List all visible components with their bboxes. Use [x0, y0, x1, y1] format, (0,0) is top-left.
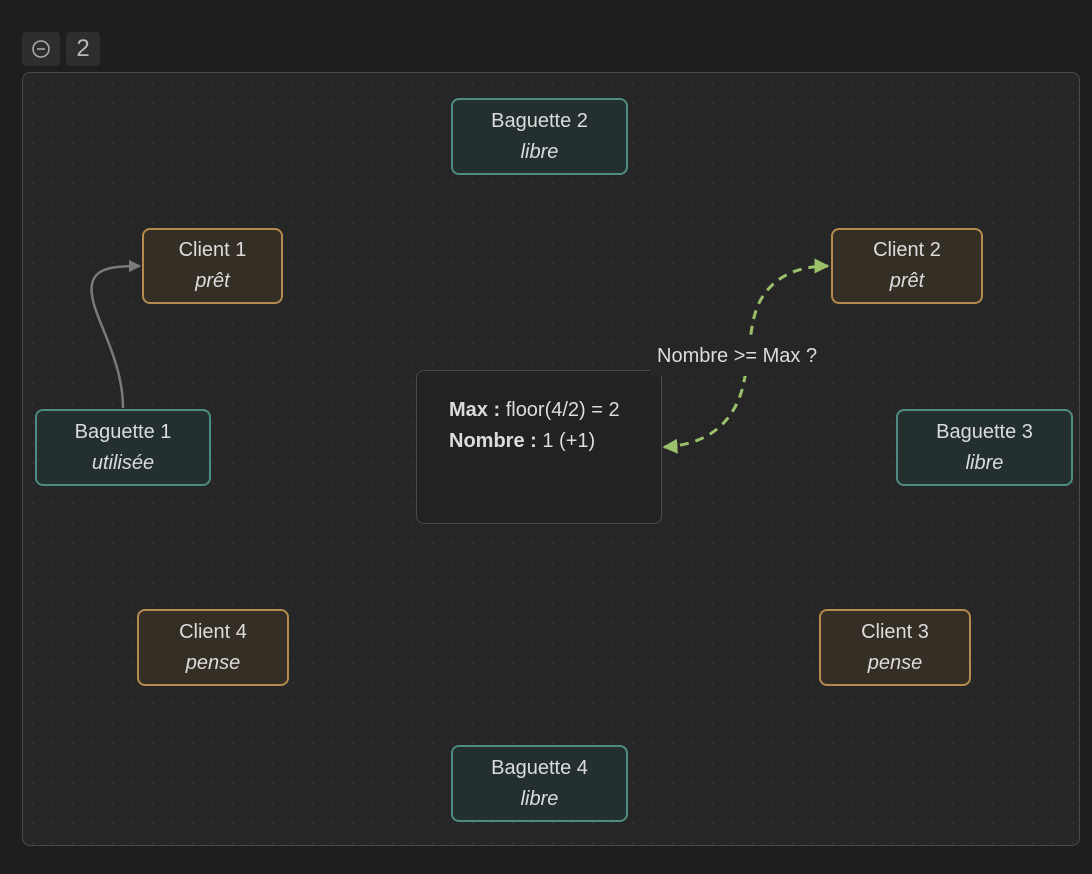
minus-circle-icon	[32, 40, 50, 58]
node-name: Client 2	[873, 239, 941, 261]
node-name: Client 3	[861, 620, 929, 643]
baguette-4-node[interactable]: Baguette 4 libre	[451, 745, 628, 822]
node-name: Baguette 2	[491, 109, 588, 132]
max-line: Max : floor(4/2) = 2	[449, 395, 661, 426]
node-state: prêt	[889, 270, 925, 292]
node-name: Baguette 1	[74, 420, 172, 443]
node-state: prêt	[195, 270, 230, 292]
node-name: Baguette 4	[491, 756, 588, 779]
client-1-node[interactable]: Client 1 prêt	[142, 228, 283, 304]
client-2-node[interactable]: Client 2 prêt	[831, 228, 983, 304]
node-name: Client 1	[178, 239, 247, 261]
count-line: Nombre : 1 (+1)	[449, 426, 661, 457]
baguette-2-node[interactable]: Baguette 2 libre	[451, 98, 628, 175]
node-state: libre	[520, 787, 559, 810]
collapse-button[interactable]	[22, 32, 60, 66]
count-label: Nombre :	[449, 430, 537, 452]
max-label: Max :	[449, 399, 501, 421]
max-value: floor(4/2) = 2	[505, 399, 620, 421]
node-name: Client 4	[179, 620, 247, 643]
group-header: 2	[22, 32, 100, 66]
baguette-1-node[interactable]: Baguette 1 utilisée	[35, 409, 211, 486]
node-state: libre	[965, 451, 1004, 474]
counter-card[interactable]: Max : floor(4/2) = 2 Nombre : 1 (+1)	[416, 370, 662, 524]
node-name: Baguette 3	[936, 420, 1033, 443]
client-4-node[interactable]: Client 4 pense	[137, 609, 289, 686]
count-value: 1 (+1)	[542, 430, 596, 452]
node-state: pense	[185, 651, 241, 674]
node-state: libre	[520, 140, 559, 163]
baguette-3-node[interactable]: Baguette 3 libre	[896, 409, 1073, 486]
group-label[interactable]: 2	[66, 32, 100, 66]
node-state: utilisée	[91, 451, 155, 474]
client-3-node[interactable]: Client 3 pense	[819, 609, 971, 686]
edge-label[interactable]: Nombre >= Max ?	[650, 336, 825, 376]
node-state: pense	[867, 651, 923, 674]
